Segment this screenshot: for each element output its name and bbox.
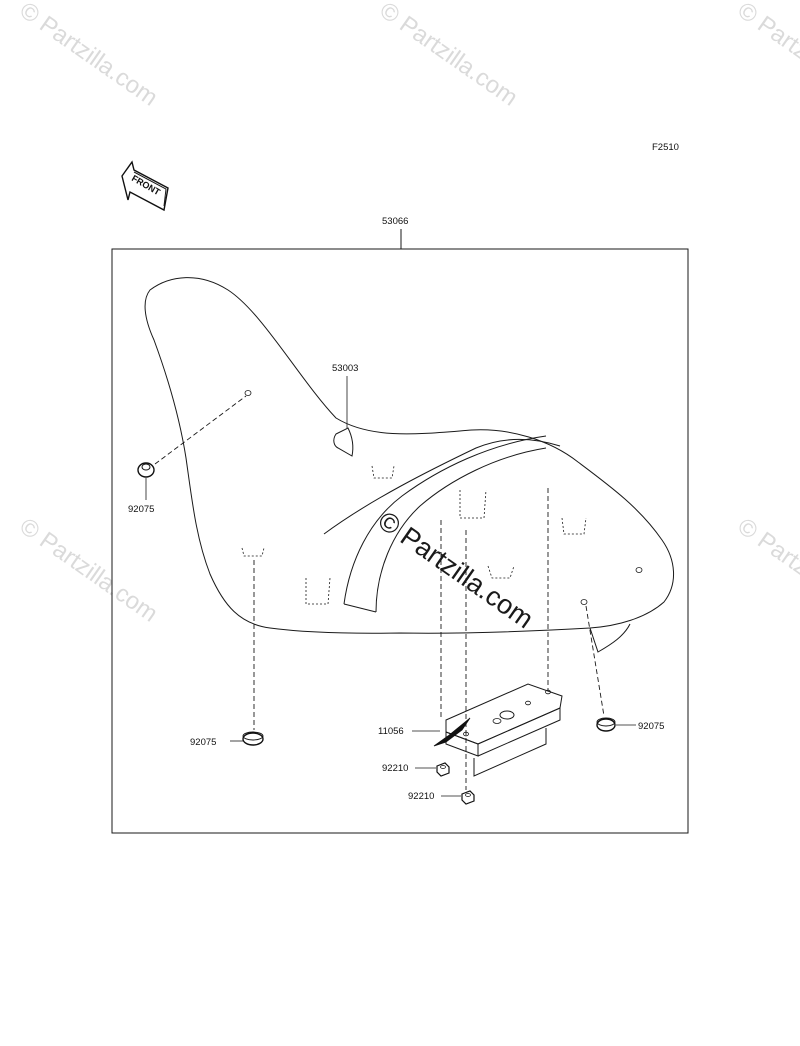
damper-front-icon: [137, 462, 155, 478]
damper-rear-left-icon: [242, 731, 264, 746]
watermark: © Partzilla.com: [733, 513, 800, 628]
bracket-drawing: [433, 683, 563, 777]
part-label-damper-rear-right: 92075: [638, 721, 664, 732]
part-label-damper-rear-left: 92075: [190, 737, 216, 748]
nut-lower-icon: [461, 790, 475, 805]
damper-rear-right-icon: [596, 717, 616, 732]
seat-drawing: [144, 277, 675, 653]
watermark: © Partzilla.com: [15, 0, 163, 112]
watermark: © Partzilla.com: [375, 0, 523, 112]
watermark-center: © Partzilla.com: [373, 505, 539, 634]
part-label-seat-cover: 53003: [332, 363, 358, 374]
part-label-nut-lower: 92210: [408, 791, 434, 802]
part-label-nut-upper: 92210: [382, 763, 408, 774]
watermark: © Partzilla.com: [15, 513, 163, 628]
part-label-assembly: 53066: [382, 216, 408, 227]
front-arrow-icon: FRONT: [121, 160, 169, 212]
nut-upper-icon: [436, 762, 450, 777]
part-label-damper-front: 92075: [128, 504, 154, 515]
diagram-code: F2510: [652, 142, 679, 153]
assembly-frame: [111, 248, 689, 834]
watermark: © Partzilla.com: [733, 0, 800, 112]
part-label-bracket: 11056: [378, 726, 404, 737]
